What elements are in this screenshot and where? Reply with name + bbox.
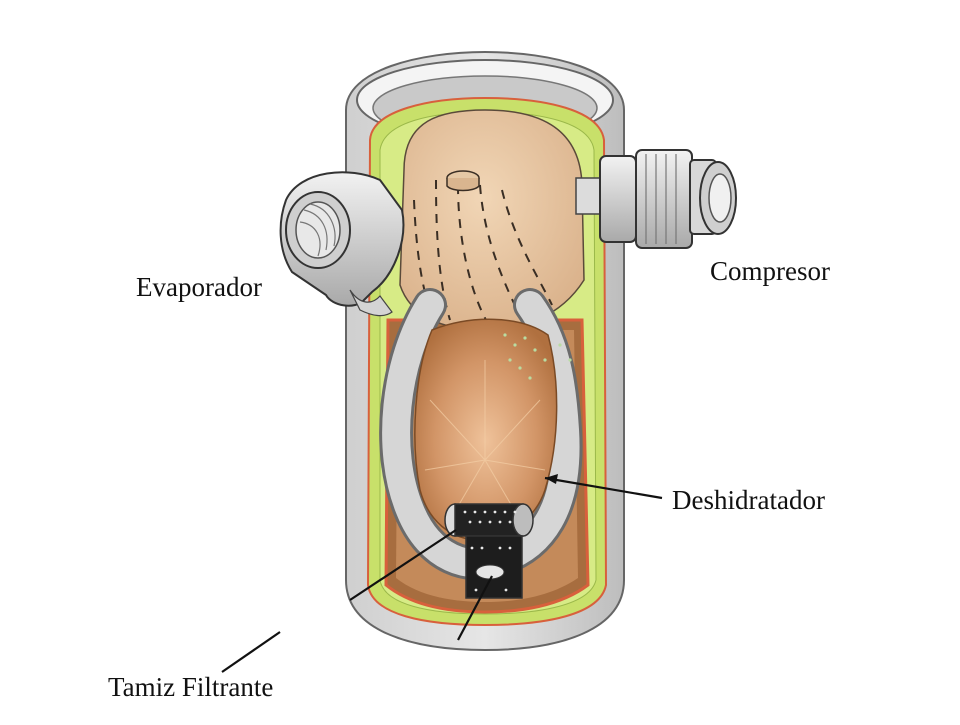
label-evaporador: Evaporador [136, 272, 262, 302]
label-deshidratador: Deshidratador [672, 485, 825, 515]
inner-dome [399, 109, 603, 331]
filter-leader-1 [349, 529, 457, 601]
deshidratador-leader [544, 476, 663, 500]
tamiz-leader [221, 631, 281, 673]
evaporator-fitting [279, 171, 405, 317]
filter-leader-2 [457, 575, 493, 641]
label-tamiz-filtrante: Tamiz Filtrante [108, 672, 274, 702]
label-compresor: Compresor [710, 256, 830, 286]
leader-lines [221, 474, 663, 673]
compressor-fitting [599, 149, 737, 249]
desiccant-bag [414, 318, 572, 541]
filter-screen [444, 503, 534, 599]
